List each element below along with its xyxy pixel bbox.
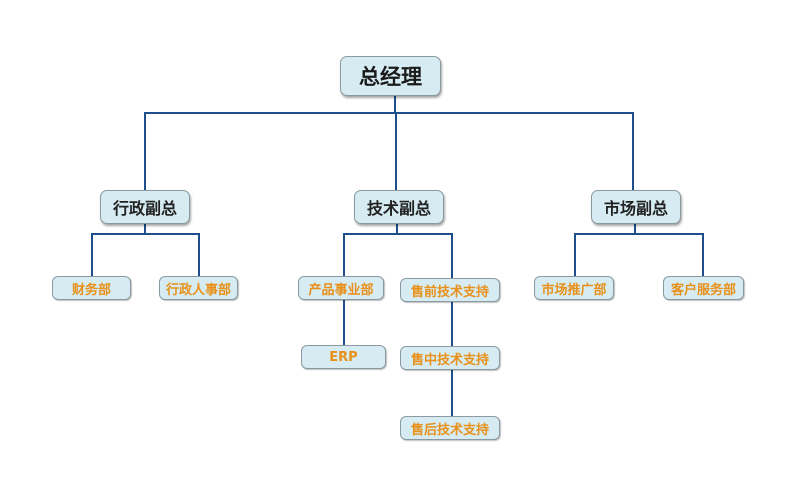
node-vp-admin: 行政副总 <box>100 190 190 224</box>
node-hr: 行政人事部 <box>159 276 238 300</box>
node-aftersales: 售后技术支持 <box>400 416 500 440</box>
node-general-manager: 总经理 <box>340 56 441 96</box>
node-product: 产品事业部 <box>298 276 384 300</box>
node-vp-tech: 技术副总 <box>354 190 444 224</box>
node-customer-service: 客户服务部 <box>663 276 744 300</box>
node-insales: 售中技术支持 <box>400 346 500 370</box>
node-presales: 售前技术支持 <box>400 278 500 302</box>
node-promotion: 市场推广部 <box>534 276 614 300</box>
node-erp: ERP <box>301 345 386 369</box>
node-finance: 财务部 <box>52 276 131 300</box>
node-vp-market: 市场副总 <box>591 190 681 224</box>
